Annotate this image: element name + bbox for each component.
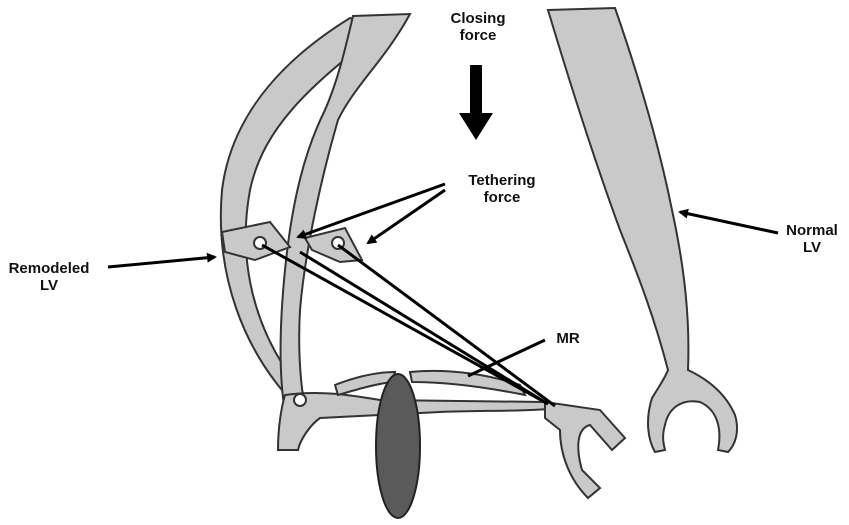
normal-lv-label: Normal LV xyxy=(782,222,842,256)
closing-force-label: Closing force xyxy=(443,10,513,44)
normal-lv-wall xyxy=(548,8,737,452)
remodeled-lv-line2: LV xyxy=(5,277,93,294)
remodeled-lv-line1: Remodeled xyxy=(5,260,93,277)
normal-lv-arrow xyxy=(680,212,778,233)
remodeled-lv-arrow xyxy=(108,257,215,267)
closing-force-arrow-shaft xyxy=(470,65,482,117)
annulus-node xyxy=(294,394,306,406)
mr-label: MR xyxy=(548,330,588,347)
closing-force-arrow-head xyxy=(459,113,493,140)
closing-force-line1: Closing xyxy=(443,10,513,27)
normal-lv-line2: LV xyxy=(782,239,842,256)
leaflet-fork xyxy=(545,402,625,498)
remodeled-lv-label: Remodeled LV xyxy=(5,260,93,294)
normal-lv-line1: Normal xyxy=(782,222,842,239)
tethering-force-line2: force xyxy=(462,189,542,206)
tethering-force-label: Tethering force xyxy=(462,172,542,206)
tethering-force-line1: Tethering xyxy=(462,172,542,189)
mr-jet xyxy=(376,374,420,518)
closing-force-line2: force xyxy=(443,27,513,44)
